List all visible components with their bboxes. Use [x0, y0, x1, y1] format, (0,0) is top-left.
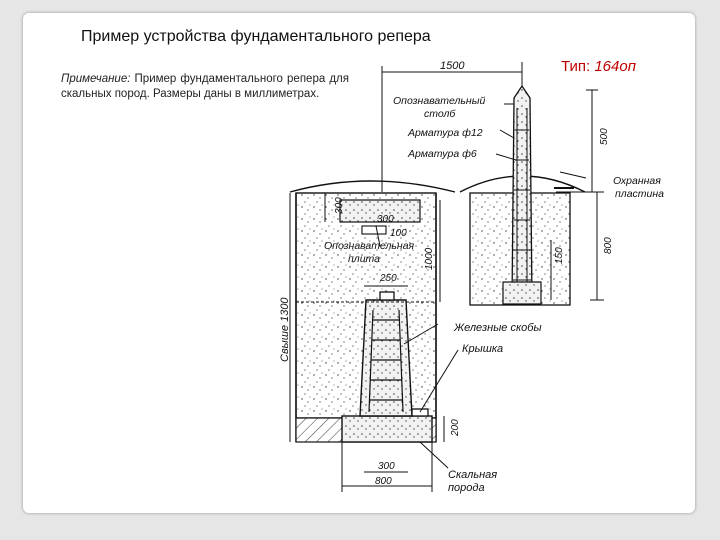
slide-title: Пример устройства фундаментального репер… — [81, 28, 431, 45]
drawing-labels: 1500 Опознавательный столб Арматура ф12 … — [279, 60, 664, 494]
dim-800-right-label: 800 — [603, 237, 614, 254]
rock-label-line2: порода — [448, 482, 485, 494]
plate-label-line1: Опознавательная — [324, 240, 415, 252]
brackets-label: Железные скобы — [453, 322, 542, 334]
lid-label: Крышка — [462, 343, 503, 355]
note-label: Примечание: — [61, 73, 131, 85]
dim-150-label: 150 — [554, 247, 565, 264]
dim-250-label: 250 — [379, 273, 397, 284]
type-label: Тип: — [561, 58, 595, 75]
type-value: 164оп — [594, 58, 636, 75]
rebar-6-label: Арматура ф6 — [407, 148, 477, 160]
post-pit — [459, 84, 586, 306]
dim-1000-label: 1000 — [424, 247, 435, 270]
dim-100-label: 100 — [390, 228, 407, 239]
rock-label-line1: Скальная — [448, 469, 497, 481]
dim-300-bottom-label: 300 — [378, 461, 395, 472]
dim-300-top-label: 300 — [334, 197, 345, 214]
post-label-line1: Опознавательный — [393, 95, 485, 107]
dim-200-label: 200 — [450, 419, 461, 437]
dim-800-bottom-label: 800 — [375, 476, 392, 487]
note-body: Пример фундаментального репера для скаль… — [61, 73, 349, 100]
post-label-line2: столб — [424, 108, 456, 120]
dim-300-mid-label: 300 — [377, 214, 394, 225]
guard-label-line2: пластина — [615, 188, 664, 200]
note-text: Примечание: Пример фундаментального репе… — [61, 72, 349, 102]
type-caption: Тип: 164оп — [561, 58, 636, 75]
rebar-12-label: Арматура ф12 — [407, 127, 483, 139]
plate-label-line2: плита — [348, 253, 380, 265]
guard-label-line1: Охранная — [613, 175, 661, 187]
depth-label: Свыше 1300 — [279, 297, 291, 362]
dim-500-label: 500 — [599, 128, 610, 145]
main-pit — [289, 180, 456, 443]
dimension-lines — [289, 62, 604, 492]
dim-1500-label: 1500 — [440, 60, 465, 72]
